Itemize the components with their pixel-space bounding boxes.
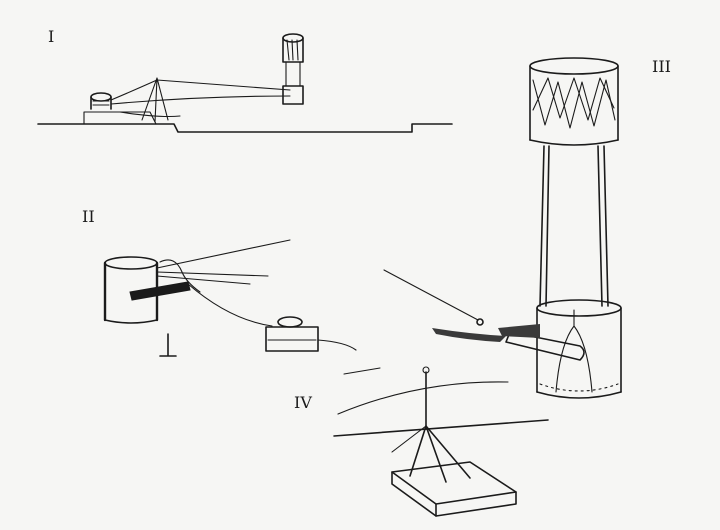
figure-4: IV: [294, 366, 549, 517]
fig1-ground-line: [37, 123, 453, 133]
fig2-ground-mark: [343, 367, 381, 375]
fig2-drum-top: [104, 256, 158, 270]
fig1-base-block: [83, 111, 157, 125]
fig1-tower-posts: [285, 61, 301, 87]
fig3-crown-sides: [529, 65, 619, 141]
fig3-rope: [383, 269, 479, 321]
figure-1: I: [37, 27, 453, 133]
fig1-tower-head: [282, 37, 304, 63]
fig2-rope-loop: [159, 259, 201, 293]
fig4-brace: [391, 425, 427, 453]
fig1-tower-slats: [286, 39, 299, 61]
fig3-base-bottom: [536, 391, 622, 399]
fig1-drum-body: [90, 96, 112, 110]
label-figure-4: IV: [294, 393, 312, 412]
fig1-drum-bands: [92, 100, 110, 106]
label-figure-3: III: [652, 57, 671, 76]
figure-2: II: [82, 207, 381, 375]
fig4-mast-top: [422, 366, 430, 374]
fig3-posts: [539, 145, 609, 307]
fig3-crown-bottom: [529, 139, 619, 146]
fig1-tower-base: [282, 85, 304, 105]
fig3-crown-top: [529, 57, 619, 75]
fig2-pulley-top: [277, 316, 303, 328]
fig1-rope-ground: [119, 111, 181, 118]
fig1-rope-upper: [110, 79, 291, 101]
fig3-inner-bottle: [555, 309, 593, 393]
fig4-beam: [333, 419, 549, 437]
fig3-crown-lattice-2: [532, 77, 615, 121]
fig3-lever: [505, 331, 585, 361]
fig3-ground-shadow: [432, 328, 506, 342]
fig3-crown-lattice: [532, 79, 616, 129]
fig2-arrow-down: [159, 333, 177, 357]
fig1-drum-top: [90, 92, 112, 102]
fig2-pulley-rope: [317, 339, 357, 351]
fig1-tower-cap: [282, 33, 304, 43]
fig2-rope-long: [156, 239, 291, 269]
fig2-drum-bottom: [104, 319, 158, 324]
fig3-rope-knot: [476, 318, 484, 326]
figure-3: III: [383, 57, 671, 399]
fig3-lever-shadow: [498, 324, 540, 338]
fig2-rope-mid: [156, 271, 269, 285]
fig2-crank-handle: [129, 281, 191, 301]
fig3-base-sides: [536, 307, 622, 393]
fig4-legs: [409, 425, 471, 483]
fig2-pulley-block: [265, 326, 319, 352]
fig4-rope: [337, 381, 509, 415]
label-figure-1: I: [48, 27, 54, 46]
fig3-base-top: [536, 299, 622, 317]
fig2-rope-to-pulley: [187, 283, 273, 327]
fig3-dotted-line: [539, 383, 619, 392]
fig1-rope-lower: [110, 95, 291, 105]
label-figure-2: II: [82, 207, 95, 226]
